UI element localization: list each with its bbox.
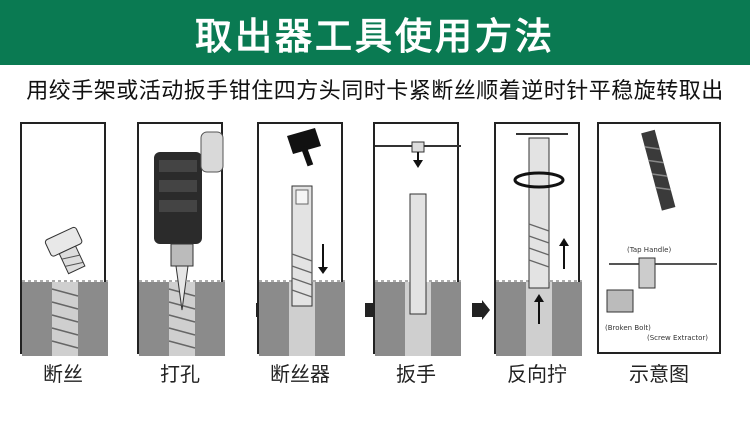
step-label-6: 示意图: [629, 362, 689, 386]
page-title: 取出器工具使用方法: [195, 14, 555, 58]
step-panel-extractor: [257, 122, 345, 356]
steps-strip: (Tap Handle) (Broken Bolt) (Screw Extrac…: [0, 122, 750, 356]
label-tap-handle: (Tap Handle): [627, 246, 671, 254]
step-panel-drill: [137, 122, 225, 356]
label-broken-bolt: (Broken Bolt): [605, 324, 651, 332]
step-labels: 断丝 打孔 断丝器 扳手 反向拧 示意图: [0, 358, 750, 398]
step-panel-diagram: (Tap Handle) (Broken Bolt) (Screw Extrac…: [597, 122, 721, 354]
step-panel-reverse: [494, 122, 582, 356]
step-label-2: 打孔: [160, 362, 200, 386]
step-label-3: 断丝器: [270, 362, 330, 386]
step-label-1: 断丝: [43, 362, 83, 386]
step-panel-wrench: [373, 122, 461, 356]
label-screw-extractor: (Screw Extractor): [647, 334, 708, 342]
title-banner: 取出器工具使用方法: [0, 0, 750, 65]
instruction-text: 用绞手架或活动扳手钳住四方头同时卡紧断丝顺着逆时针平稳旋转取出: [26, 79, 724, 104]
arrow-right-icon: [472, 300, 490, 320]
step-panel-broken: [20, 122, 108, 356]
step-label-5: 反向拧: [507, 362, 567, 386]
step-label-4: 扳手: [396, 362, 436, 386]
